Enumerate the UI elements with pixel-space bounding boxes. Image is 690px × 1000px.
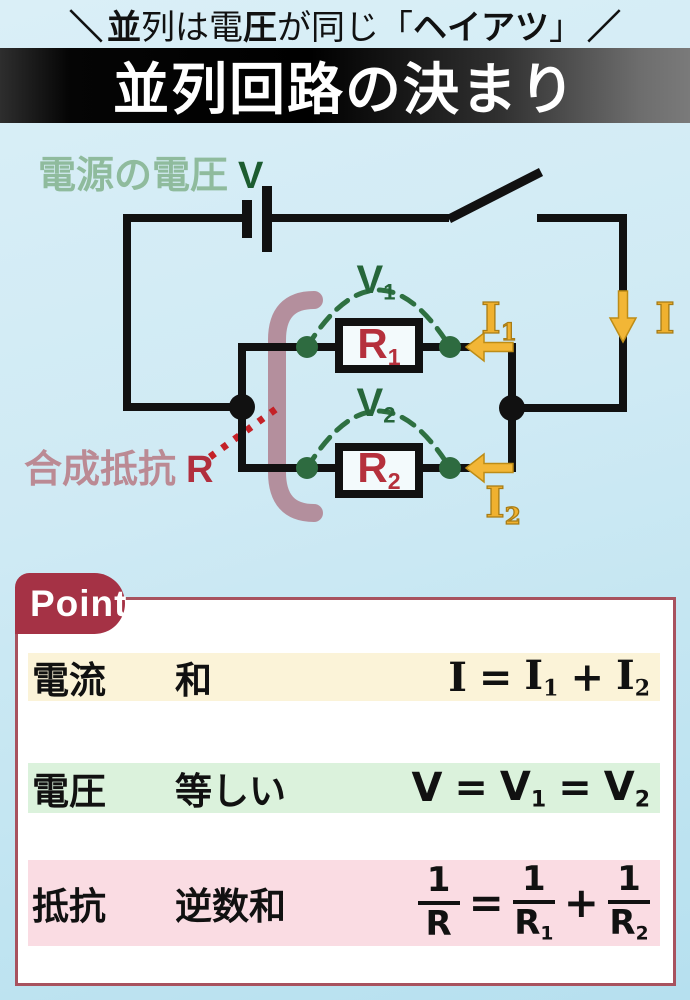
point-badge: Point xyxy=(15,573,128,634)
i2-base: I xyxy=(484,477,505,527)
r2-label: R2 xyxy=(335,444,423,495)
banner-text: が同じ「 xyxy=(277,8,413,47)
row-rule: 等しい xyxy=(175,771,286,812)
banner-text: 」 xyxy=(549,8,583,47)
fraction-1-over-R1: 1 R1 xyxy=(512,859,555,945)
combined-resistance-text: 合成抵抗 xyxy=(24,449,177,491)
source-voltage-text: 電源の電圧 xyxy=(38,155,229,197)
junction-dot-left xyxy=(229,394,255,420)
rule-row-voltage: 電圧 等しい V = V1 = V2 xyxy=(28,763,660,813)
source-voltage-symbol: V xyxy=(238,155,264,197)
term: I1 xyxy=(524,652,559,702)
switch-symbol xyxy=(446,167,544,224)
v1-base: V xyxy=(356,258,384,302)
point-badge-label: Point xyxy=(30,582,128,624)
mnemonic-banner: ＼並列は電圧が同じ「ヘイアツ」／ xyxy=(0,0,690,48)
v1-label: V1 xyxy=(344,258,408,306)
row-rule: 逆数和 xyxy=(175,886,286,927)
r1-sub: 1 xyxy=(387,343,401,370)
fraction-bar xyxy=(512,899,555,904)
fraction-bar xyxy=(608,899,650,904)
term: V1 xyxy=(499,763,547,813)
rule-row-current: 電流 和 I = I1 + I2 xyxy=(28,652,660,702)
current-arrow-i1-left xyxy=(464,331,514,363)
current-main-label: I xyxy=(642,293,688,343)
r1-base: R xyxy=(357,320,388,367)
row-category: 抵抗 xyxy=(32,886,106,927)
fraction-bar xyxy=(417,900,460,905)
terminal-dots xyxy=(296,336,461,479)
r2-base: R xyxy=(357,444,388,491)
open-slash: ＼ xyxy=(69,8,103,47)
operator: = xyxy=(468,878,504,928)
banner-text: 列は電 xyxy=(141,8,243,47)
row-category: 電流 xyxy=(32,660,106,701)
banner-text-bold: 圧 xyxy=(243,8,277,47)
operator: = xyxy=(478,653,513,701)
i1-base: I xyxy=(480,293,501,343)
current-main-symbol: I xyxy=(655,293,676,343)
fraction-1-over-R2: 1 R2 xyxy=(608,859,650,945)
voltage-arc-v1 xyxy=(304,287,453,350)
banner-text-bold: ヘイアツ xyxy=(413,8,549,47)
row-rule: 和 xyxy=(175,660,212,701)
term: V2 xyxy=(603,763,650,813)
banner-text-bold: 並 xyxy=(107,8,141,47)
current-i2-label: I2 xyxy=(476,477,530,530)
r2-sub: 2 xyxy=(387,467,401,494)
term: I xyxy=(448,653,467,701)
term: V xyxy=(411,765,443,811)
operator: = xyxy=(558,765,592,811)
operator: + xyxy=(563,878,599,928)
term: I2 xyxy=(615,652,650,702)
combined-resistance-bracket xyxy=(268,291,323,522)
parallel-circuit-diagram xyxy=(123,167,638,522)
resistance-formula: 1 R = 1 R1 + 1 R2 xyxy=(417,859,660,945)
title-bar: 並列回路の決まり xyxy=(0,48,690,123)
resistor-r2-box xyxy=(335,443,423,498)
operator: = xyxy=(454,765,488,811)
i2-sub: 2 xyxy=(504,502,521,530)
battery-symbol xyxy=(242,186,272,252)
fraction-1-over-R: 1 R xyxy=(417,863,460,942)
junction-dot-right xyxy=(499,395,525,421)
row-category: 電圧 xyxy=(32,771,106,812)
i1-sub: 1 xyxy=(500,318,517,346)
page-title: 並列回路の決まり xyxy=(113,58,577,121)
v2-sub: 2 xyxy=(383,402,396,428)
current-formula: I = I1 + I2 xyxy=(448,652,660,702)
current-i1-label: I1 xyxy=(472,293,526,346)
rule-row-resistance: 抵抗 逆数和 1 R = 1 R1 + 1 R2 xyxy=(28,860,660,946)
current-arrow-i2-left xyxy=(464,452,514,484)
resistor-r1-box xyxy=(335,318,423,373)
operator: + xyxy=(570,653,604,701)
combined-resistance-symbol: R xyxy=(186,449,214,491)
r1-label: R1 xyxy=(335,320,423,371)
current-arrow-main-down xyxy=(608,290,638,344)
v1-sub: 1 xyxy=(383,279,396,305)
voltage-formula: V = V1 = V2 xyxy=(411,764,660,813)
v2-label: V2 xyxy=(344,381,408,429)
close-slash: ／ xyxy=(587,8,621,47)
voltage-arc-v2 xyxy=(304,408,453,471)
v2-base: V xyxy=(356,381,384,425)
